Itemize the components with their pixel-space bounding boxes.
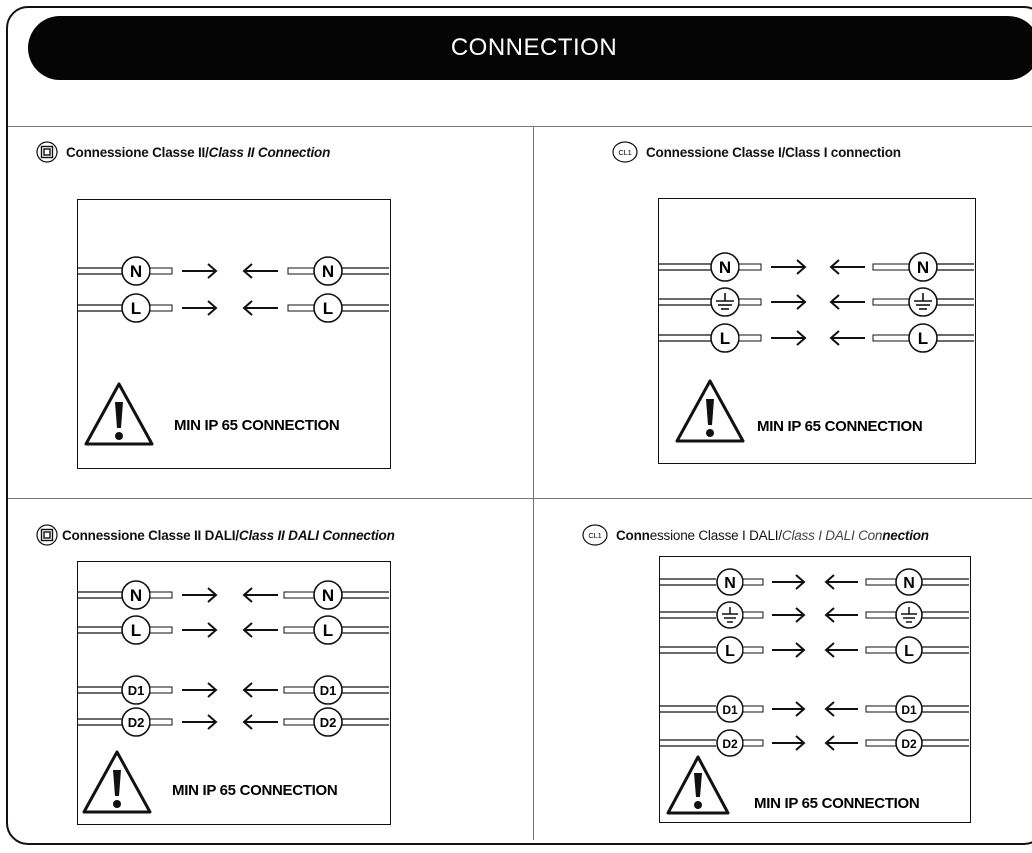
double-square-icon [36,524,58,546]
terminal-row-l: L L [659,323,974,353]
terminal-row-n: N N [659,252,974,282]
panel-2-caption: CL1 Connessione Classe I / Class I conne… [612,141,901,163]
terminal-row-d1: D1 D1 [78,675,389,705]
terminal-label: L [725,643,735,660]
terminal-label: D2 [901,737,917,751]
terminal-row-n: N N [78,256,389,286]
panel-2-title-en: Class I connection [785,144,901,160]
panel-3-title-it: Connessione Classe II DALI [62,527,236,543]
terminal-row-d2: D2 D2 [78,707,389,737]
divider-top [8,126,1032,127]
warning-icon [84,382,154,446]
panel-2-title-sep: / [781,144,786,160]
panel-1-caption: Connessione Classe II / Class II Connect… [36,141,330,163]
terminal-label: D1 [901,703,917,717]
terminal-label: N [130,586,142,605]
terminal-label: N [719,258,731,277]
terminal-row-earth [660,601,969,629]
terminal-label: L [131,621,141,640]
terminal-label: D2 [320,715,337,730]
cl1-badge-icon: CL1 [612,141,638,163]
terminal-label: L [323,299,333,318]
earth-icon [914,293,932,310]
double-square-icon [36,141,58,163]
terminal-label: N [322,262,334,281]
earth-icon [901,607,917,623]
terminal-row-l: L L [78,615,389,645]
terminal-label: N [724,575,736,592]
page-frame [6,6,1032,845]
cl1-badge-text: CL1 [618,148,631,157]
terminal-row-n: N N [78,580,389,610]
panel-1-title-en: Class II Connection [208,144,331,160]
panel-4-title-en-a: Class I DALI Con [781,527,883,543]
cl1-badge-text: CL1 [588,531,601,540]
terminal-row-l: L L [78,293,389,323]
panel-4-diagram: N N [660,568,969,815]
terminal-label: D1 [320,683,337,698]
terminal-row-l: L L [660,636,969,664]
page-title: CONNECTION [450,34,618,61]
panel-1-title-it: Connessione Classe II [66,144,206,160]
panel-4-title-en-b: nection [882,527,929,543]
terminal-label: N [322,586,334,605]
panel-2-wiring-box: N N [658,198,976,464]
panel-1-diagram: N N L L [78,256,389,446]
terminal-label: N [917,258,929,277]
warning-icon [82,750,152,814]
terminal-row-n: N N [660,568,969,596]
terminal-label: L [323,621,333,640]
terminal-row-earth [659,287,974,317]
terminal-label: N [130,262,142,281]
terminal-row-d2: D2 D2 [660,729,969,757]
terminal-label: L [918,329,928,348]
panel-1-wiring-box: N N L L [77,199,391,469]
panel-4-title-sep: / [778,527,782,543]
divider-vertical [533,126,534,840]
warning-text: MIN IP 65 CONNECTION [754,795,919,812]
divider-middle-horizontal [8,498,1032,499]
terminal-label: D2 [128,715,145,730]
terminal-label: L [720,329,730,348]
cl1-badge-icon: CL1 [582,524,608,546]
warning-text: MIN IP 65 CONNECTION [172,782,337,799]
terminal-row-d1: D1 D1 [660,695,969,723]
warning-icon [666,755,730,815]
warning-text: MIN IP 65 CONNECTION [174,417,339,434]
terminal-label: N [903,575,915,592]
panel-4-title-it-b: essione Classe I DALI [649,527,779,543]
earth-icon [722,607,738,623]
terminal-label: D1 [722,703,738,717]
panel-2-title-it: Connessione Classe I [646,144,782,160]
earth-icon [716,293,734,310]
panel-2-diagram: N N [659,252,974,443]
panel-3-caption: Connessione Classe II DALI / Class II DA… [36,524,395,546]
terminal-label: D1 [128,683,145,698]
panel-3-diagram: N N L L [78,580,389,814]
terminal-label: L [131,299,141,318]
header-bar: CONNECTION [28,16,1032,80]
panel-3-title-sep: / [235,527,239,543]
terminal-label: D2 [722,737,738,751]
panel-3-wiring-box: N N L L [77,561,391,825]
panel-3-title-en: Class II DALI Connection [238,527,395,543]
warning-text: MIN IP 65 CONNECTION [757,418,922,435]
panel-1-title-sep: / [205,144,209,160]
warning-icon [675,379,745,443]
panel-4-wiring-box: N N [659,556,971,823]
terminal-label: L [904,643,914,660]
panel-4-title-it-a: Conn [616,527,650,543]
